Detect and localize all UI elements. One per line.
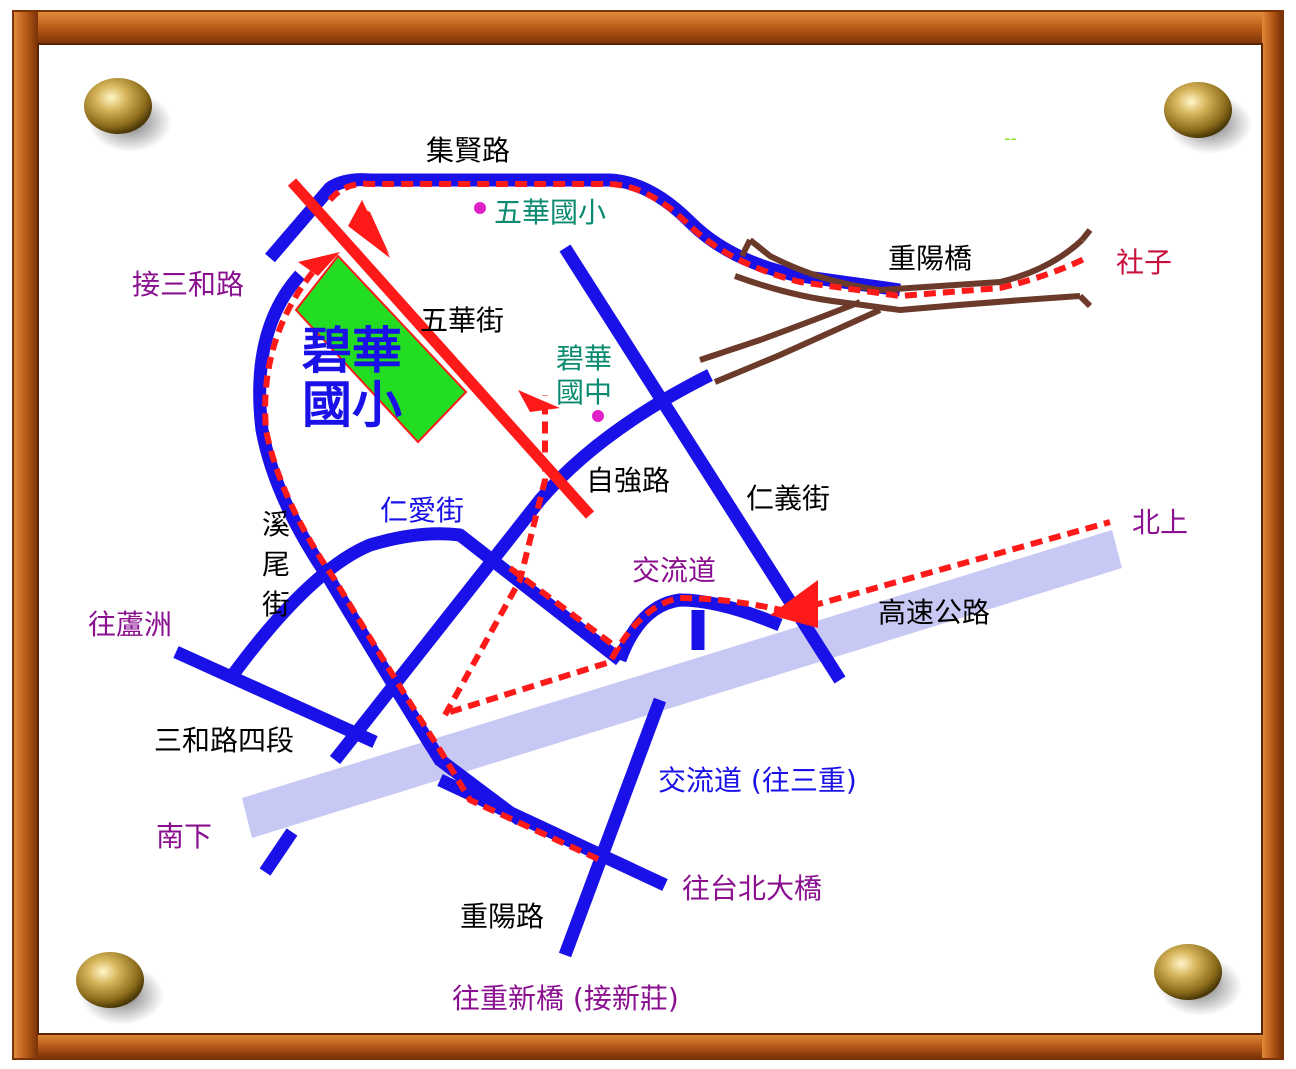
- road-interchange: [613, 593, 783, 663]
- label-jixian-rd: 集賢路: [426, 134, 510, 167]
- chongyang-bridge: [699, 228, 1093, 385]
- label-chongyang-bridge: 重陽橋: [888, 242, 972, 275]
- brass-tack-icon: [1154, 944, 1242, 1016]
- road-jixian: [265, 173, 901, 297]
- arrow-up-icon: [518, 390, 560, 412]
- label-xiwei-st-3: 街: [262, 588, 290, 621]
- road-chongyang: [558, 697, 667, 958]
- route-arrows: [298, 200, 818, 628]
- brass-tack-icon: [1164, 82, 1252, 154]
- label-bihua-junior-2: 國中: [556, 376, 612, 409]
- label-south: 南下: [156, 820, 212, 853]
- brass-tack-icon: [76, 952, 164, 1025]
- arrow-up-icon: [298, 252, 340, 276]
- bihua-junior-dot: [592, 410, 604, 422]
- label-to-luzhou: 往蘆洲: [88, 608, 172, 641]
- label-sanhe-rd-sec4: 三和路四段: [154, 724, 294, 757]
- road-lower-left: [259, 828, 298, 876]
- label-top-dash: --: [1004, 128, 1017, 149]
- label-ziqiang-rd: 自強路: [586, 464, 670, 497]
- label-north: 北上: [1132, 506, 1188, 539]
- route-dashed-ziqiang: [442, 395, 548, 717]
- route-solid-main: [287, 178, 595, 519]
- route-dashed-top: [327, 180, 1088, 300]
- label-xiwei-st-2: 尾: [262, 548, 290, 581]
- freeway-band: [242, 530, 1122, 838]
- road-ziqiang: [329, 369, 713, 765]
- label-interchange-sanchong: 交流道 (往三重): [658, 764, 857, 797]
- label-bihua-elementary-1: 碧華: [302, 322, 402, 380]
- wuhua-elementary-dot: [474, 202, 486, 214]
- label-to-sanhe-rd: 接三和路: [132, 268, 244, 301]
- bihua-elementary-block: [294, 254, 468, 444]
- brass-tack-icon: [84, 78, 172, 152]
- label-to-taipei-bridge: 往台北大橋: [682, 872, 822, 905]
- route-lines: [262, 178, 1111, 863]
- label-xiwei-st-1: 溪: [262, 508, 290, 541]
- arrow-down-icon: [348, 200, 390, 258]
- label-shezi: 社子: [1116, 246, 1172, 279]
- road-sanhe-sec4: [173, 646, 378, 748]
- label-interchange: 交流道: [632, 554, 716, 587]
- route-dashed-renai: [508, 565, 622, 653]
- label-bihua-elementary-2: 國小: [302, 376, 402, 434]
- label-wuhua-st: 五華街: [420, 304, 504, 337]
- label-wuhua-elementary: 五華國小: [494, 196, 606, 229]
- road-left-loop: [253, 270, 524, 826]
- label-freeway: 高速公路: [878, 596, 990, 629]
- label-renai-st: 仁愛街: [380, 494, 464, 527]
- label-renyi-st: 仁義街: [746, 482, 830, 515]
- road-taipei-bridge: [437, 774, 668, 891]
- road-renai: [226, 527, 625, 680]
- route-dashed-interchange: [449, 519, 1111, 715]
- route-dashed-left: [262, 255, 602, 863]
- label-bihua-junior-1: 碧華: [556, 342, 612, 375]
- label-chongyang-rd: 重陽路: [460, 900, 544, 933]
- arrow-left-icon: [770, 580, 818, 628]
- label-to-chongxin-bridge: 往重新橋 (接新莊): [452, 982, 679, 1015]
